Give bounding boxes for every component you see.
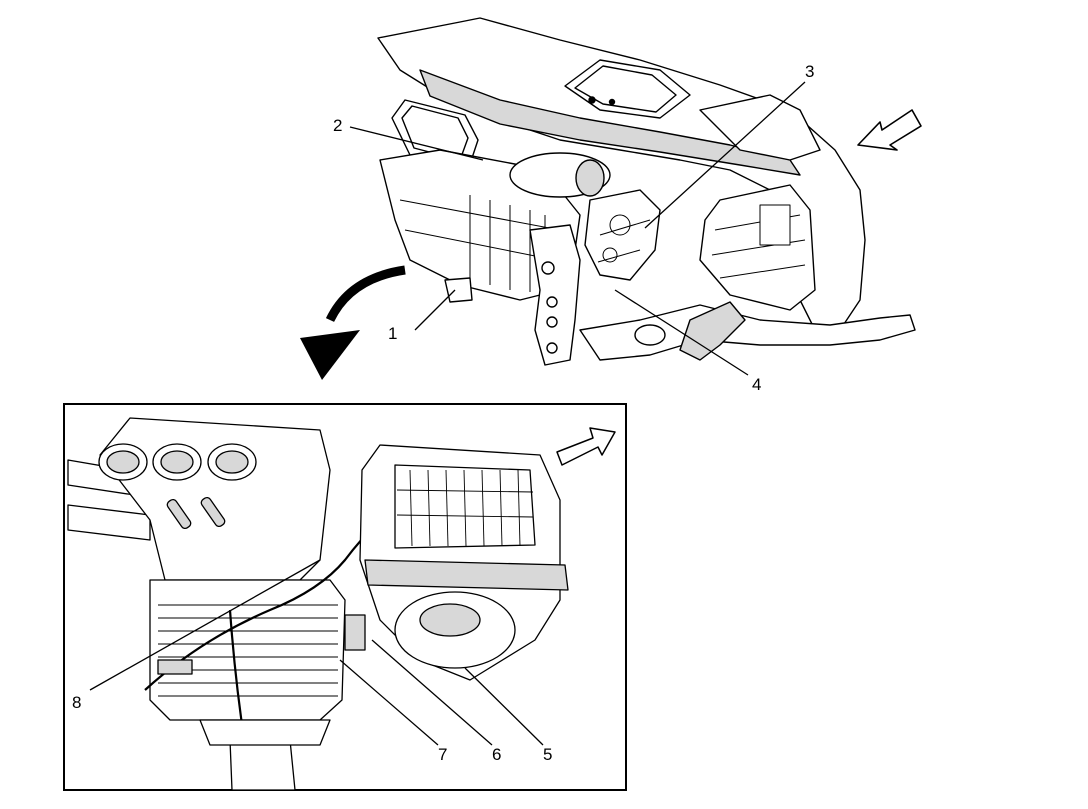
- callout-1: 1: [388, 324, 397, 343]
- heater-case: [149, 579, 346, 721]
- callout-4: 4: [752, 375, 761, 394]
- curved-arrow-icon: [300, 265, 406, 380]
- top-illustration: [377, 17, 922, 366]
- direction-arrow-icon: [857, 109, 922, 151]
- wiring-harness: [144, 519, 381, 691]
- callout-2: 2: [333, 116, 342, 135]
- lower-crossbar: [579, 304, 916, 361]
- top-leaders: [349, 81, 806, 376]
- callout-3: 3: [805, 62, 814, 81]
- mode-actuator: [344, 614, 366, 651]
- connector: [157, 659, 193, 675]
- drain-outlet: [444, 277, 473, 303]
- direction-arrow-icon: [556, 427, 616, 466]
- callout-5: 5: [543, 745, 552, 764]
- inset-leaders: [89, 559, 544, 746]
- support-bracket: [529, 224, 581, 366]
- inset-illustration: [67, 417, 616, 791]
- callout-7: 7: [438, 745, 447, 764]
- callout-6: 6: [492, 745, 501, 764]
- dash-trough: [419, 69, 801, 176]
- callout-8: 8: [72, 693, 81, 712]
